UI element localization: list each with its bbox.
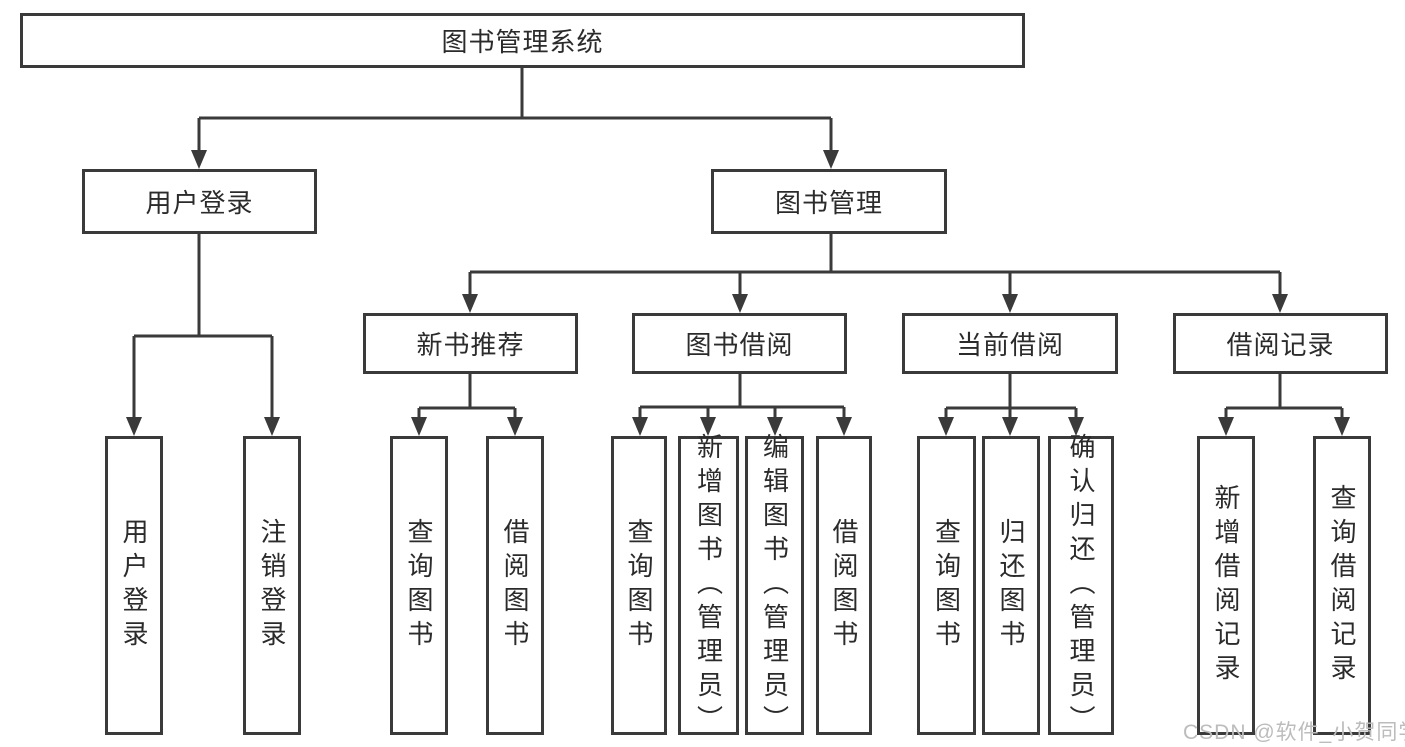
arrowhead	[411, 417, 427, 436]
node-label: 借阅图书	[500, 517, 530, 654]
leaf-user-login: 用户登录	[105, 436, 163, 735]
node-label: 查询图书	[931, 517, 962, 654]
leaf-return-books: 归还图书	[982, 436, 1040, 735]
node-label: 查询图书	[624, 517, 654, 654]
node-label: 新增图书（管理员）	[693, 432, 724, 739]
leaf-confirm-return-admin: 确认归还（管理员）	[1048, 433, 1114, 739]
node-new-book-recommend: 新书推荐	[363, 313, 578, 374]
node-label: 借阅图书	[829, 517, 859, 654]
leaf-query-books-current: 查询图书	[917, 436, 976, 735]
node-label: 新书推荐	[416, 330, 525, 360]
leaf-query-books-recommend: 查询图书	[390, 436, 448, 735]
node-label: 确认归还（管理员）	[1066, 432, 1096, 739]
node-borrow-records: 借阅记录	[1173, 313, 1388, 374]
arrowhead	[1002, 294, 1018, 313]
node-label: 归还图书	[996, 517, 1026, 654]
arrowhead	[1002, 417, 1018, 436]
node-root-system: 图书管理系统	[20, 13, 1025, 68]
leaf-query-books-borrow: 查询图书	[611, 436, 667, 735]
leaf-logout: 注销登录	[243, 436, 301, 735]
arrowhead	[632, 417, 648, 436]
watermark: CSDN @软件_小贺同学	[1183, 721, 1405, 744]
arrowhead	[1334, 417, 1350, 436]
node-label: 图书借阅	[685, 330, 794, 360]
node-label: 查询借阅记录	[1327, 483, 1357, 688]
leaf-add-borrow-record: 新增借阅记录	[1197, 436, 1255, 735]
arrowhead	[507, 417, 523, 436]
node-label: 注销登录	[257, 517, 287, 654]
leaf-edit-books-admin: 编辑图书（管理员）	[745, 433, 804, 739]
node-book-management: 图书管理	[711, 169, 947, 234]
arrowhead	[264, 417, 280, 436]
arrowhead	[836, 417, 852, 436]
node-label: 新增借阅记录	[1211, 483, 1241, 688]
leaf-add-books-admin: 新增图书（管理员）	[678, 433, 739, 739]
arrowhead	[1272, 294, 1288, 313]
node-label: 查询图书	[404, 517, 434, 654]
arrowhead	[126, 417, 142, 436]
node-label: 图书管理系统	[441, 27, 604, 57]
leaf-borrow-books: 借阅图书	[816, 436, 872, 735]
node-label: 编辑图书（管理员）	[759, 432, 790, 739]
node-user-login: 用户登录	[82, 169, 317, 234]
node-current-borrow: 当前借阅	[902, 313, 1118, 374]
arrowhead	[938, 417, 954, 436]
arrowhead	[823, 150, 839, 169]
node-label: 借阅记录	[1226, 330, 1335, 360]
leaf-query-borrow-record: 查询借阅记录	[1313, 436, 1371, 735]
arrowhead	[1218, 417, 1234, 436]
node-book-borrow: 图书借阅	[632, 313, 847, 374]
leaf-borrow-books-recommend: 借阅图书	[486, 436, 544, 735]
arrowhead	[732, 294, 748, 313]
node-label: 当前借阅	[955, 330, 1064, 360]
node-label: 用户登录	[119, 517, 149, 654]
node-label: 图书管理	[774, 188, 883, 218]
arrowhead	[191, 150, 207, 169]
node-label: 用户登录	[145, 188, 254, 218]
arrowhead	[462, 294, 478, 313]
